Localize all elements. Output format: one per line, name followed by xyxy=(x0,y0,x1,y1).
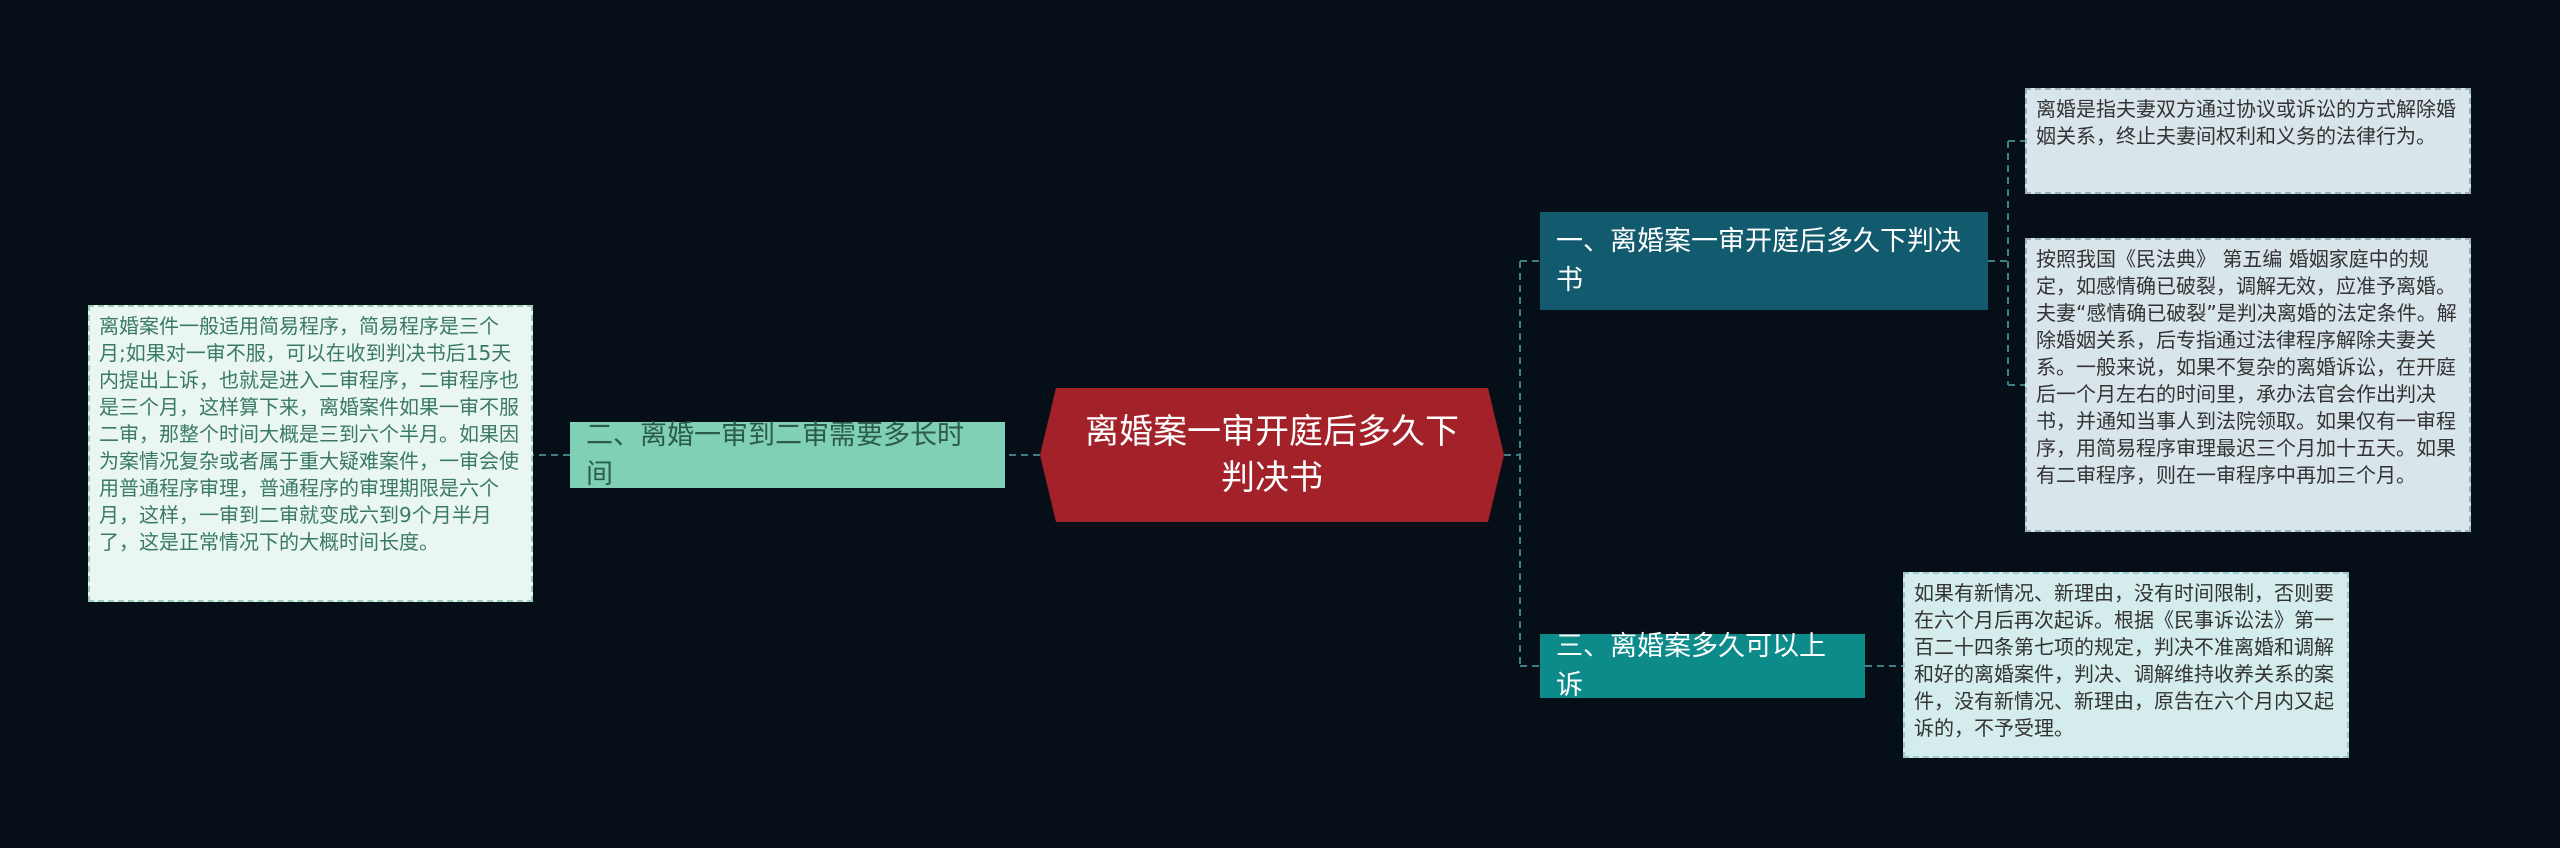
branch-2-leaf-1[interactable]: 离婚案件一般适用简易程序，简易程序是三个月;如果对一审不服，可以在收到判决书后1… xyxy=(88,305,533,602)
branch-1-label: 一、离婚案一审开庭后多久下判决书 xyxy=(1556,226,1961,296)
root-topic-label: 离婚案一审开庭后多久下判决书 xyxy=(1085,412,1459,498)
branch-2-label: 二、离婚一审到二审需要多长时间 xyxy=(586,420,964,490)
leaf-text: 按照我国《民法典》 第五编 婚姻家庭中的规定，如感情确已破裂，调解无效，应准予离… xyxy=(2036,247,2457,487)
root-topic[interactable]: 离婚案一审开庭后多久下判决书 xyxy=(1040,388,1504,522)
branch-1-topic[interactable]: 一、离婚案一审开庭后多久下判决书 xyxy=(1540,212,1988,310)
leaf-text: 离婚是指夫妻双方通过协议或诉讼的方式解除婚姻关系，终止夫妻间权利和义务的法律行为… xyxy=(2036,97,2456,148)
leaf-text: 如果有新情况、新理由，没有时间限制，否则要在六个月后再次起诉。根据《民事诉讼法》… xyxy=(1914,581,2334,740)
leaf-text: 离婚案件一般适用简易程序，简易程序是三个月;如果对一审不服，可以在收到判决书后1… xyxy=(99,314,519,554)
branch-3-leaf-1[interactable]: 如果有新情况、新理由，没有时间限制，否则要在六个月后再次起诉。根据《民事诉讼法》… xyxy=(1903,572,2349,758)
branch-1-leaf-1[interactable]: 离婚是指夫妻双方通过协议或诉讼的方式解除婚姻关系，终止夫妻间权利和义务的法律行为… xyxy=(2025,88,2471,194)
branch-3-label: 三、离婚案多久可以上诉 xyxy=(1556,631,1826,701)
branch-2-topic[interactable]: 二、离婚一审到二审需要多长时间 xyxy=(570,420,1005,490)
branch-3-topic[interactable]: 三、离婚案多久可以上诉 xyxy=(1540,631,1865,701)
branch-1-leaf-2[interactable]: 按照我国《民法典》 第五编 婚姻家庭中的规定，如感情确已破裂，调解无效，应准予离… xyxy=(2025,238,2471,532)
